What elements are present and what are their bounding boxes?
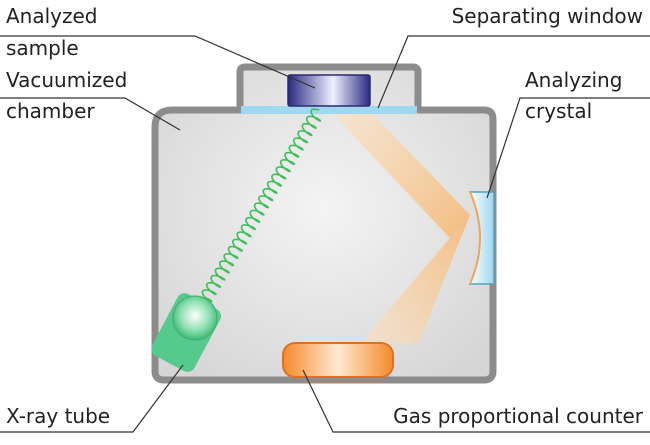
leader-vacuumized-chamber	[0, 97, 181, 131]
label-separating-window: Separating window	[452, 4, 643, 28]
label-vacuumized-chamber-line1: Vacuumized	[6, 68, 127, 92]
label-gas-proportional-counter: Gas proportional counter	[393, 404, 644, 428]
leader-gas-counter	[302, 369, 650, 433]
separating-window	[241, 106, 417, 114]
leader-xray-tube	[0, 364, 184, 433]
diffracted-beam	[360, 215, 470, 344]
crystal-curved-face	[469, 191, 481, 285]
analyzed-sample	[287, 74, 371, 107]
leader-analyzed-sample	[0, 35, 316, 89]
label-analyzed-sample-line1: Analyzed	[6, 4, 98, 28]
leader-analyzing-crystal	[486, 97, 650, 199]
gas-proportional-counter	[282, 342, 394, 378]
label-xray-tube: X-ray tube	[6, 404, 110, 428]
leader-separating-window	[377, 35, 650, 109]
xray-tube-head	[172, 295, 218, 341]
xray-wave	[201, 108, 322, 303]
incident-beam	[332, 113, 470, 238]
label-vacuumized-chamber-line2: chamber	[6, 99, 95, 123]
label-analyzed-sample-line2: sample	[6, 36, 79, 60]
label-analyzing-crystal-line1: Analyzing	[525, 68, 622, 92]
label-analyzing-crystal-line2: crystal	[525, 99, 592, 123]
